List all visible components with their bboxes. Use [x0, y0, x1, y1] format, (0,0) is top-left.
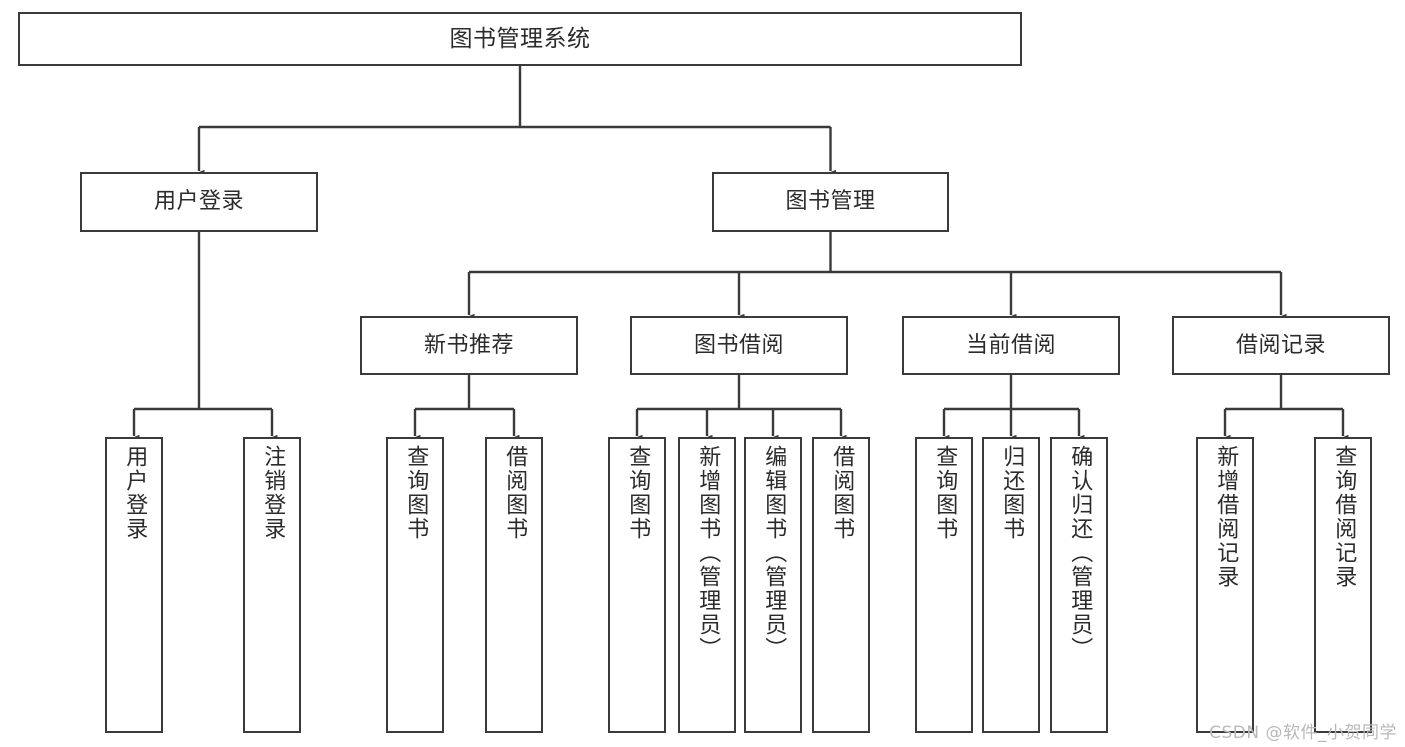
node-label: 用户登录: [153, 189, 244, 215]
node-current-borrow[interactable]: 当前借阅: [902, 316, 1120, 375]
node-leaf-edit-book[interactable]: 编辑图书（管理员）: [744, 437, 802, 733]
node-label: 借阅图书: [502, 445, 528, 541]
node-leaf-borrow-book-2[interactable]: 借阅图书: [812, 437, 870, 733]
node-leaf-add-book[interactable]: 新增图书（管理员）: [678, 437, 736, 733]
node-label: 新书推荐: [423, 332, 514, 358]
node-label: 图书借阅: [693, 332, 784, 358]
node-leaf-logout[interactable]: 注销登录: [243, 437, 301, 733]
node-label: 归还图书: [999, 445, 1025, 541]
node-leaf-add-record[interactable]: 新增借阅记录: [1196, 437, 1254, 733]
node-label: 确认归还（管理员）: [1067, 445, 1093, 661]
node-label: 当前借阅: [965, 332, 1056, 358]
node-label: 查询图书: [625, 445, 651, 541]
node-leaf-return-book[interactable]: 归还图书: [982, 437, 1040, 733]
node-borrow-record[interactable]: 借阅记录: [1172, 316, 1390, 375]
node-leaf-query-book-3[interactable]: 查询图书: [915, 437, 973, 733]
node-label: 新增图书（管理员）: [695, 445, 721, 661]
node-label: 借阅记录: [1235, 332, 1326, 358]
node-label: 注销登录: [260, 445, 286, 541]
node-leaf-confirm-return[interactable]: 确认归还（管理员）: [1050, 437, 1108, 733]
node-leaf-borrow-book-1[interactable]: 借阅图书: [485, 437, 543, 733]
watermark: CSDN @软件_小贺同学: [1209, 723, 1397, 743]
node-leaf-user-login[interactable]: 用户登录: [105, 437, 163, 733]
node-book-manage[interactable]: 图书管理: [712, 172, 949, 232]
node-book-borrow[interactable]: 图书借阅: [630, 316, 848, 375]
node-leaf-query-book-2[interactable]: 查询图书: [608, 437, 666, 733]
node-user-login[interactable]: 用户登录: [80, 172, 318, 232]
node-label: 图书管理: [785, 189, 876, 215]
node-root[interactable]: 图书管理系统: [18, 12, 1022, 66]
node-label: 查询借阅记录: [1331, 445, 1357, 589]
node-label: 用户登录: [122, 445, 148, 541]
node-label: 编辑图书（管理员）: [761, 445, 787, 661]
node-label: 新增借阅记录: [1213, 445, 1239, 589]
node-label: 借阅图书: [829, 445, 855, 541]
node-new-book-recommend[interactable]: 新书推荐: [360, 316, 578, 375]
node-label: 查询图书: [932, 445, 958, 541]
node-label: 查询图书: [403, 445, 429, 541]
node-leaf-query-book-1[interactable]: 查询图书: [386, 437, 444, 733]
node-label: 图书管理系统: [449, 25, 591, 52]
node-leaf-query-record[interactable]: 查询借阅记录: [1314, 437, 1372, 733]
